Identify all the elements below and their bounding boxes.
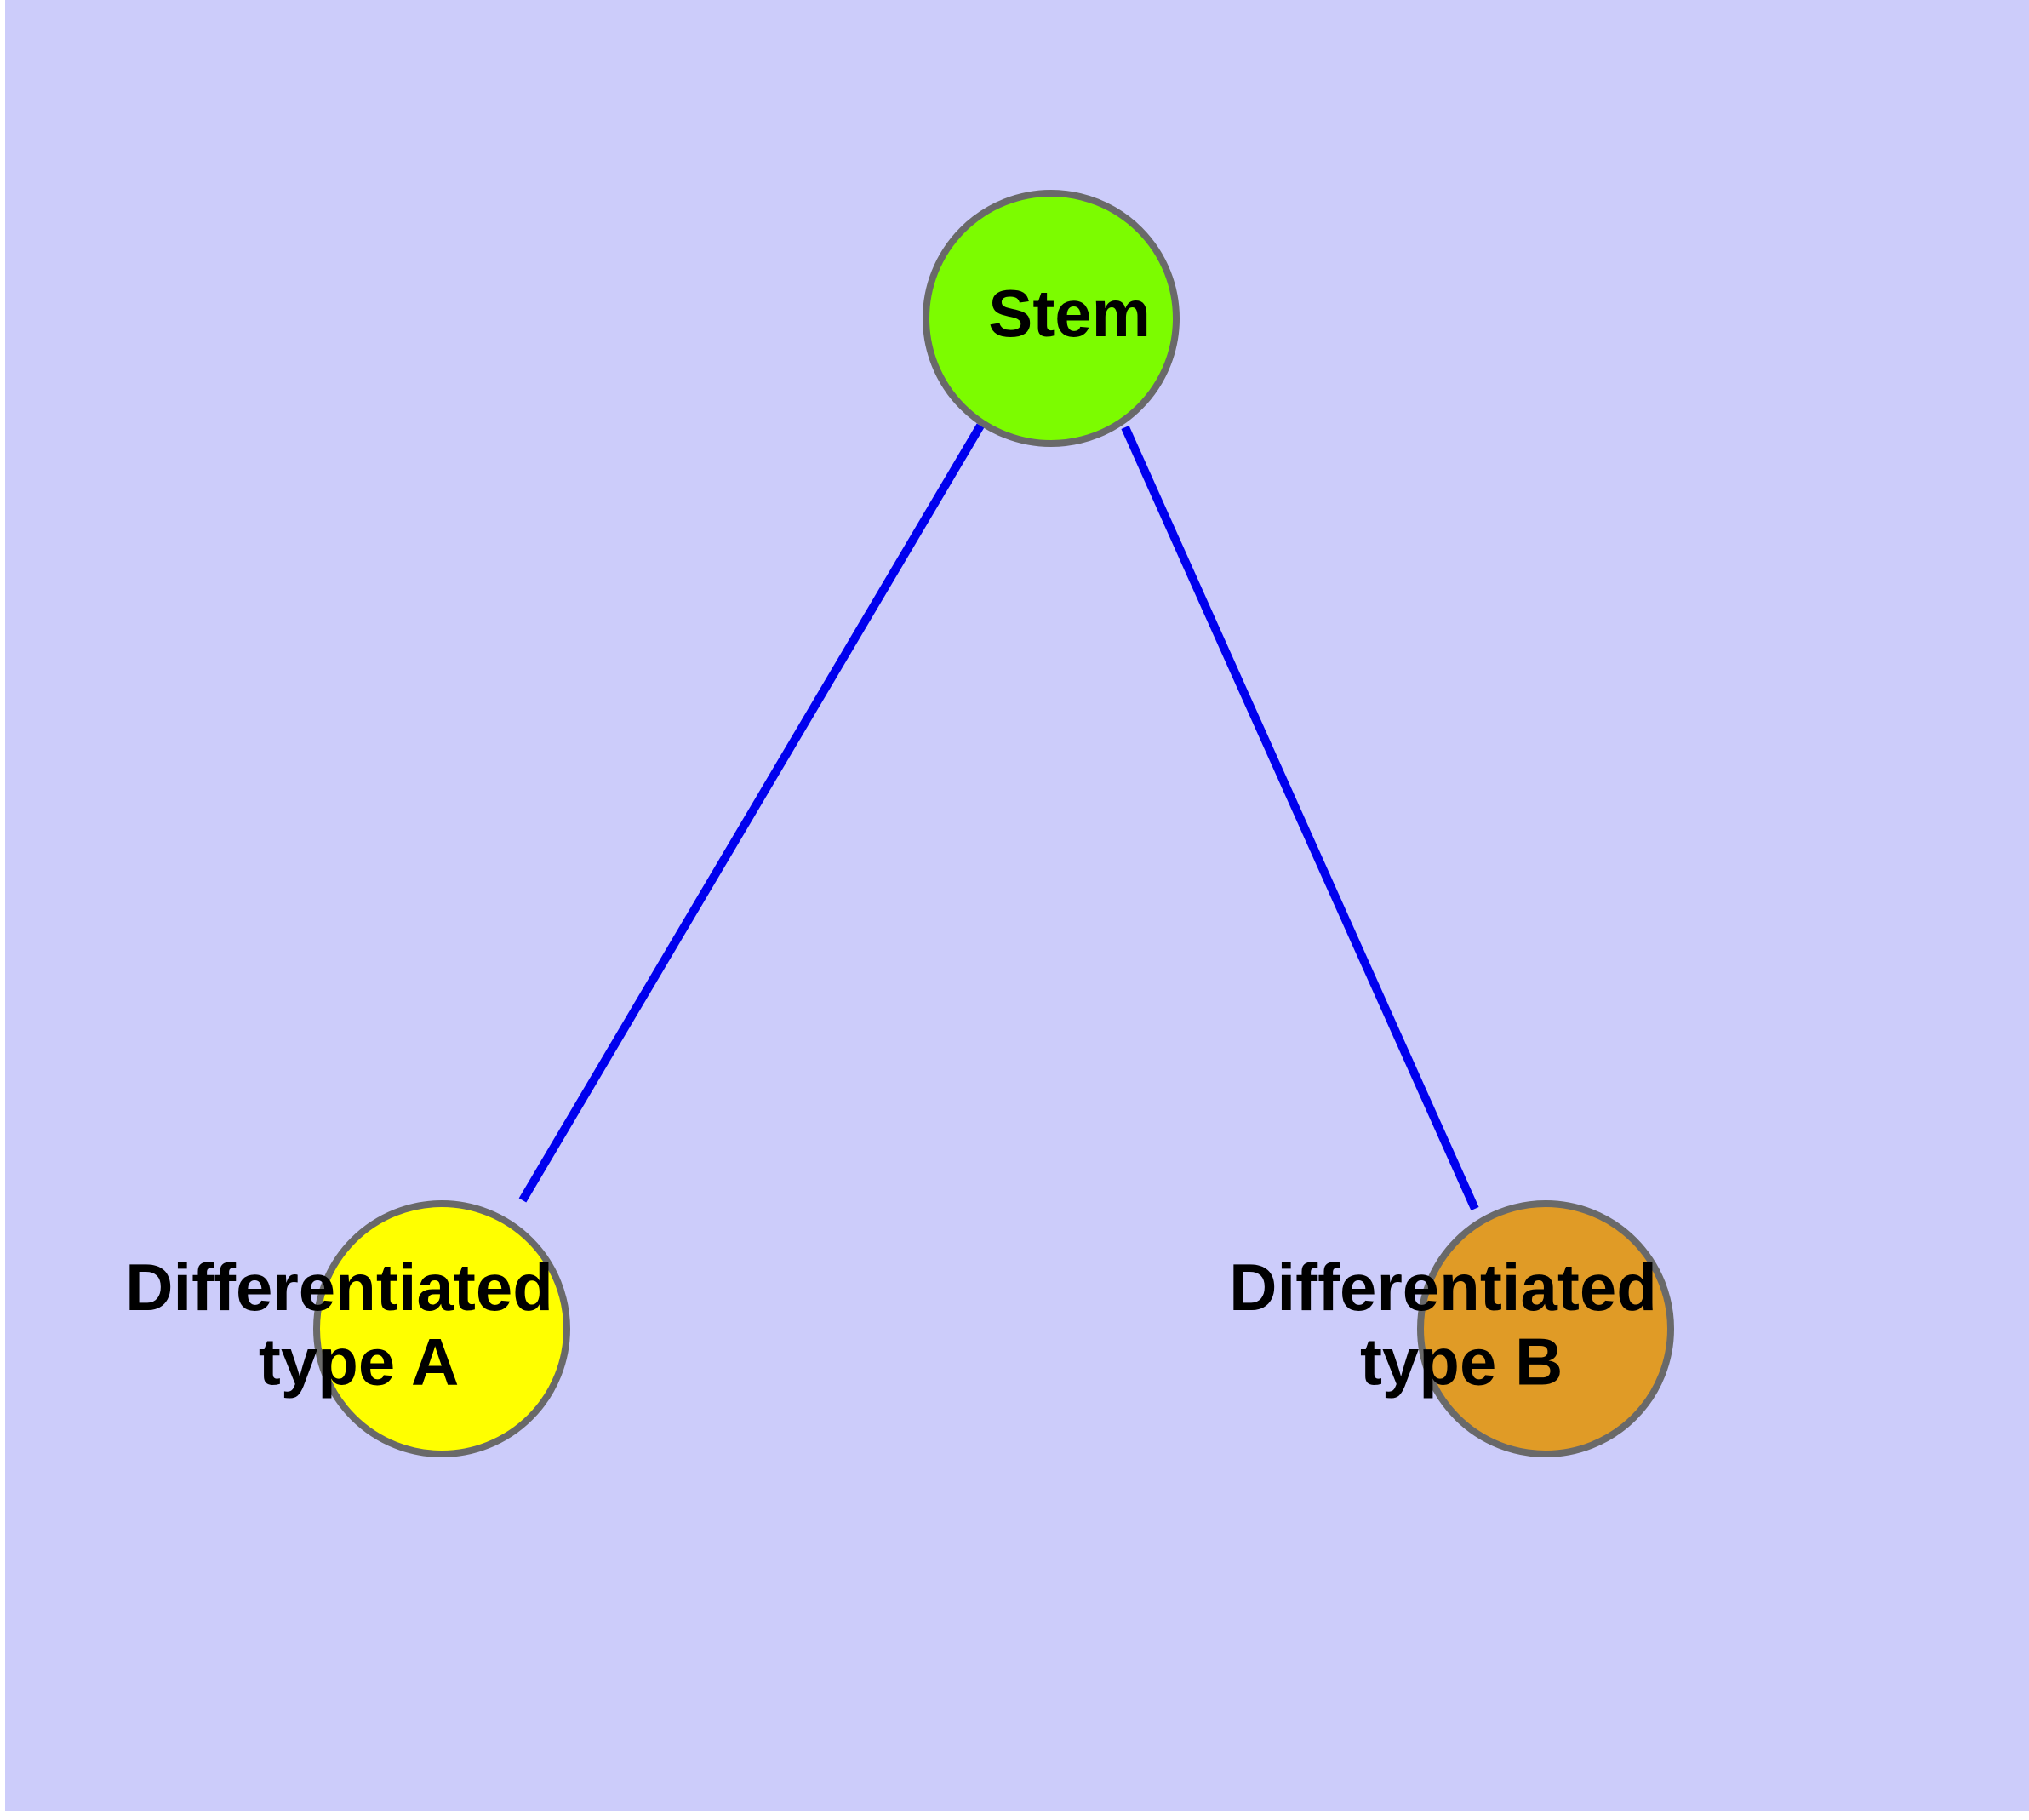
- node-differentiated-type-a-label-line-2: type A: [259, 1324, 458, 1399]
- edge-stem-to-differentiated-b: [1121, 425, 1479, 1211]
- node-differentiated-type-b[interactable]: [1417, 1200, 1674, 1457]
- node-stem-label-line-1: Stem: [988, 276, 1151, 351]
- node-stem-label: Stem: [822, 276, 1279, 351]
- node-stem[interactable]: [923, 190, 1180, 447]
- edge-stem-to-differentiated-a: [518, 423, 985, 1203]
- node-differentiated-type-b-label: Differentiated type B: [1229, 1250, 1823, 1399]
- node-differentiated-type-a-circle[interactable]: [313, 1200, 570, 1457]
- edge-layer: [518, 423, 1479, 1211]
- node-stem-circle[interactable]: [923, 190, 1180, 447]
- node-differentiated-type-a-label-line-1: Differentiated: [125, 1250, 553, 1325]
- label-layer: Stem Differentiated type A Differentiate…: [125, 276, 1823, 1399]
- node-layer: [313, 190, 1674, 1457]
- node-differentiated-type-b-label-line-1: Differentiated: [1229, 1250, 1657, 1325]
- node-differentiated-type-b-circle[interactable]: [1417, 1200, 1674, 1457]
- node-differentiated-type-a-label: Differentiated type A: [125, 1250, 719, 1399]
- node-differentiated-type-a[interactable]: [313, 1200, 570, 1457]
- node-differentiated-type-b-label-line-2: type B: [1360, 1324, 1563, 1399]
